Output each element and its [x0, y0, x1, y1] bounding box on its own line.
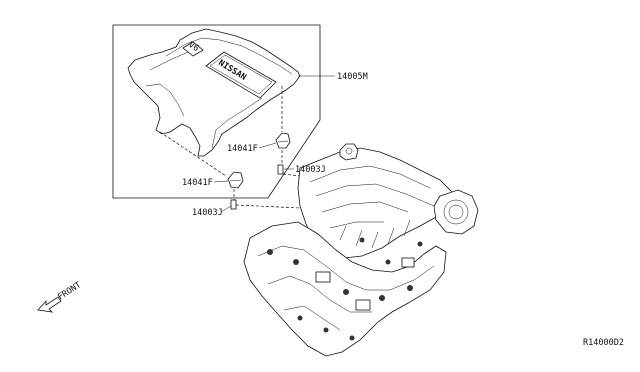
label-clip-upper: 14041F	[227, 144, 258, 154]
clip-upper-part	[275, 132, 291, 149]
leader-clip-lower	[213, 180, 229, 183]
align-line-cover-left	[159, 131, 227, 177]
label-bolt-left: 14003J	[192, 208, 223, 218]
leader-bolt-left	[220, 205, 232, 213]
cover-badge-v6: V6	[186, 40, 200, 54]
bolt-right-part	[277, 164, 284, 175]
label-engine-cover: 14005M	[337, 72, 368, 82]
engine-cover	[127, 28, 301, 157]
cover-badge-plate	[205, 51, 277, 99]
cover-assembly-frame	[112, 24, 321, 199]
label-bolt-right: 14003J	[295, 165, 326, 175]
bolt-left-part	[230, 199, 237, 210]
front-label: FRONT	[56, 280, 83, 302]
clip-lower-part	[227, 171, 244, 189]
diagram-code: R14000D2	[583, 338, 624, 348]
front-arrow-icon	[37, 296, 62, 313]
label-clip-lower: 14041F	[182, 178, 213, 188]
leader-clip-upper	[258, 142, 277, 149]
engine-assembly	[243, 143, 479, 357]
